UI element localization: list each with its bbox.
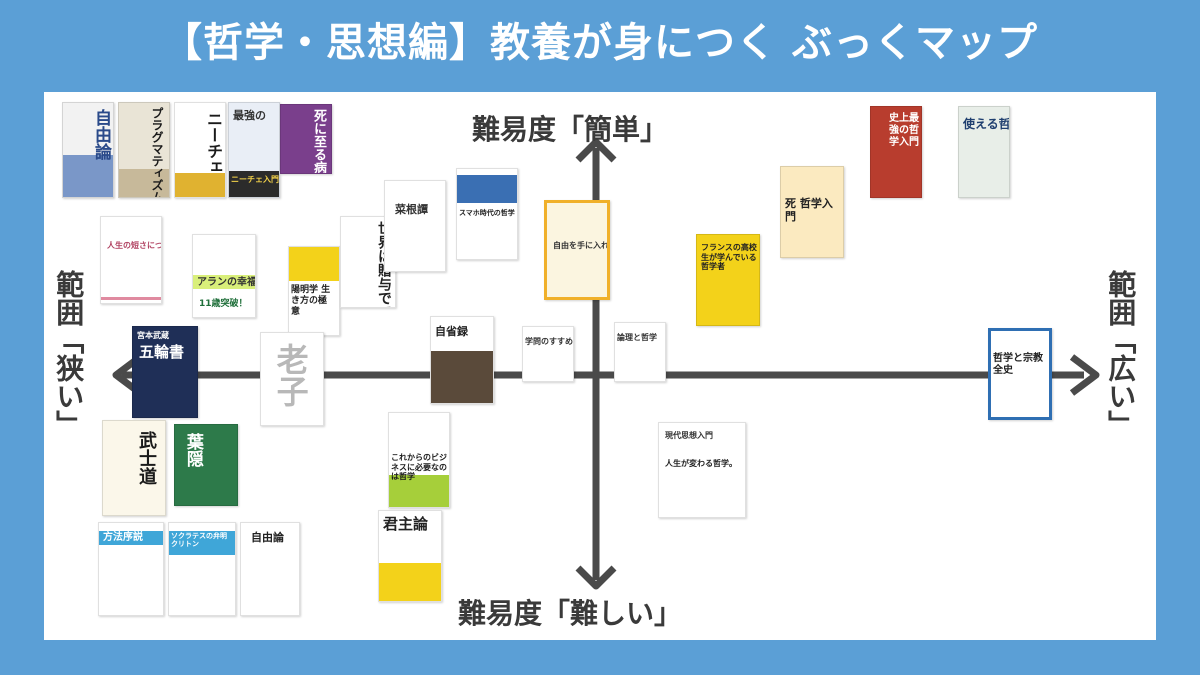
book-shijou-saikyou-tetsugaku[interactable]: 史上最強の哲学入門 [870, 106, 922, 198]
axis-label-bottom: 難易度「難しい」 [458, 597, 683, 630]
book-map-panel: 難易度「簡単」 難易度「難しい」 範囲「狭い」 範囲「広い」 自由論 プラグマテ… [44, 92, 1156, 640]
book-business-tetsugaku[interactable]: これからのビジネスに必要なのは哲学 [388, 412, 450, 508]
book-gakumon-no-susume[interactable]: 学問のすすめ [522, 326, 574, 382]
right-arrowhead [1069, 354, 1100, 396]
book-jiseiroku[interactable]: 自省録 [430, 316, 494, 404]
book-france-koukousei[interactable]: フランスの高校生が学んでいる哲学者 [696, 234, 760, 326]
top-arrowhead [575, 138, 617, 163]
book-jiyuu-wo-te-ni-ireru[interactable]: 自由を手に入れる方法 [544, 200, 610, 300]
page-title: 【哲学・思想編】教養が身につく ぶっくマップ [162, 20, 1038, 66]
book-tetsugaku-to-shukyou[interactable]: 哲学と宗教 全史 [988, 328, 1052, 420]
book-bushidou[interactable]: 武士道 [102, 420, 166, 516]
book-houhou-josetsu[interactable]: 方法序説 [98, 522, 164, 616]
book-nietzsche[interactable]: ニーチェ [174, 102, 226, 198]
axis-label-top: 難易度「簡単」 [472, 113, 669, 146]
book-hagakure[interactable]: 葉隠 [174, 424, 238, 506]
book-socrates-no-benmei[interactable]: ソクラテスの弁明 クリトン [168, 522, 236, 616]
book-smartphone-jidai-tetsugaku[interactable]: スマホ時代の哲学 [456, 168, 518, 260]
axis-label-left: 範囲「狭い」 [52, 270, 86, 438]
book-gorinsho[interactable]: 宮本武蔵 五輪書 [132, 326, 198, 418]
book-roushi[interactable]: 老子 [260, 332, 324, 426]
book-gendai-shisou-nyumon[interactable]: 現代思想入門 人生が変わる哲学。 [658, 422, 746, 518]
axis-label-right: 範囲「広い」 [1104, 270, 1138, 438]
book-shi-tetsugaku[interactable]: 死 哲学入門 [780, 166, 844, 258]
book-kunshuron[interactable]: 君主論 [378, 510, 442, 602]
book-jiyuron[interactable]: 自由論 [240, 522, 300, 616]
bottom-arrowhead [575, 565, 617, 590]
book-saikyou-nietzsche[interactable]: 最強の ニーチェ入門書 [228, 102, 280, 198]
book-ronri-tetsugaku[interactable]: 論理と哲学 [614, 322, 666, 382]
book-jiyuron-manga[interactable]: 自由論 [62, 102, 114, 198]
book-alain-koufukuron[interactable]: アランの幸福論 11歳突破！ [192, 234, 256, 318]
book-tsukaeru-tetsugaku[interactable]: 使える哲学 [958, 106, 1010, 198]
book-jinsei-no-mijikasa[interactable]: 人生の短さについて [100, 216, 162, 304]
book-youmeigaku[interactable]: 陽明学 生き方の極意 [288, 246, 340, 336]
book-pragmatism[interactable]: プラグマティズム [118, 102, 170, 198]
book-saikontan[interactable]: 菜根譚 [384, 180, 446, 272]
book-shi-ni-itaru-yamai[interactable]: 死に至る病 [280, 104, 332, 174]
